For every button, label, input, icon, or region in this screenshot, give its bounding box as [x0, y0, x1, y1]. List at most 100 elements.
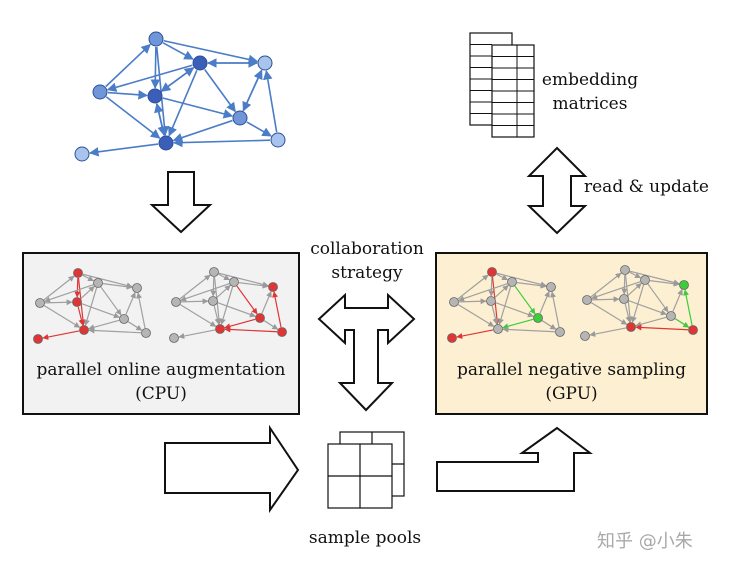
mini-node [209, 267, 219, 277]
mini-node [119, 314, 129, 324]
mini-edge [224, 326, 278, 333]
mini-edge [495, 302, 534, 318]
mini-edge [647, 283, 669, 313]
mini-node [79, 325, 89, 335]
collaboration-label: collaboration strategy [310, 239, 424, 283]
mini-edge [74, 277, 81, 298]
mini-edge [539, 291, 550, 314]
collaboration-arrow [317, 292, 416, 412]
down-arrow-graph-to-cpu [149, 171, 213, 234]
mini-node [132, 283, 142, 293]
mini-edge [180, 298, 209, 305]
mini-edge [136, 292, 146, 329]
embedding-matrices-icon [469, 32, 535, 138]
mini-edge [81, 303, 120, 319]
mini-node [268, 282, 278, 292]
mini-node [208, 296, 218, 306]
sample-pools-icon [327, 431, 405, 509]
graph-edge [246, 121, 272, 137]
mini-node [486, 296, 496, 306]
mini-edge [496, 272, 547, 288]
graph-node [257, 55, 273, 71]
mini-edge [550, 291, 560, 328]
graph-node [147, 88, 163, 104]
mini-edge [82, 273, 133, 289]
graph-edge [173, 137, 271, 148]
mini-edge [77, 306, 85, 326]
graph-edge [162, 42, 194, 60]
mini-edge [635, 324, 689, 331]
mini-node [215, 324, 225, 334]
mini-edge [458, 298, 487, 305]
mini-edge [43, 305, 81, 328]
mini-node [533, 313, 543, 323]
mini-edge [589, 327, 627, 337]
mini-edge [80, 285, 95, 300]
mini-edge [516, 282, 547, 289]
graph-edge [105, 43, 151, 88]
graph-node [92, 84, 108, 100]
mini-node [620, 265, 630, 275]
mini-edge [629, 270, 680, 286]
mini-node [546, 282, 556, 292]
mini-edge [179, 304, 217, 327]
graph-node [192, 55, 208, 71]
mini-edge [629, 271, 642, 279]
mini-edge [674, 318, 690, 328]
mini-edge [590, 302, 628, 325]
mini-edge [43, 275, 75, 301]
mini-node [640, 275, 650, 285]
graph-edge [204, 68, 236, 113]
mini-node [626, 322, 636, 332]
mini-edge [44, 284, 94, 303]
mini-edge [217, 302, 256, 318]
gpu-label: parallel negative sampling (GPU) [457, 360, 686, 404]
graph-edge [163, 39, 259, 65]
mini-node [35, 298, 45, 308]
graph-node [232, 110, 248, 126]
mini-node [447, 333, 457, 343]
mini-edge [100, 286, 122, 316]
mini-edge [458, 283, 508, 302]
mini-node [493, 324, 503, 334]
mini-edge [125, 292, 136, 315]
mini-edge [541, 320, 557, 330]
mini-edge [621, 274, 628, 295]
sample-pools-label: sample pools [308, 528, 422, 548]
watermark: 知乎 @小朱 [597, 531, 693, 552]
read-update-label: read & update [584, 177, 709, 197]
mini-edge [502, 326, 556, 333]
graph-node [74, 146, 90, 162]
graph-node [158, 135, 174, 151]
mini-edge [457, 304, 495, 327]
mini-node [229, 277, 239, 287]
mini-edge [590, 272, 622, 298]
mini-node [141, 328, 151, 338]
mini-node [507, 277, 517, 287]
mini-edge [261, 291, 272, 314]
graph-edge [150, 46, 161, 89]
mini-node [619, 294, 629, 304]
mini-edge [216, 284, 231, 299]
mini-node [73, 268, 83, 278]
mini-node [255, 313, 265, 323]
mini-edge [272, 291, 282, 328]
mini-edge [627, 282, 642, 297]
mini-edge [210, 276, 217, 297]
mini-edge [494, 284, 509, 299]
mini-node [277, 327, 287, 337]
mini-edge [102, 283, 133, 290]
mini-edge [591, 281, 641, 300]
mini-edge [218, 273, 231, 281]
mini-edge [488, 276, 495, 297]
mini-node [487, 267, 497, 277]
read-update-arrow [526, 146, 588, 235]
mini-edge [591, 296, 620, 303]
mini-node [33, 334, 43, 344]
mini-edge [42, 330, 80, 340]
mini-edge [624, 303, 632, 323]
graph-edge [242, 69, 263, 112]
mini-edge [180, 283, 230, 302]
